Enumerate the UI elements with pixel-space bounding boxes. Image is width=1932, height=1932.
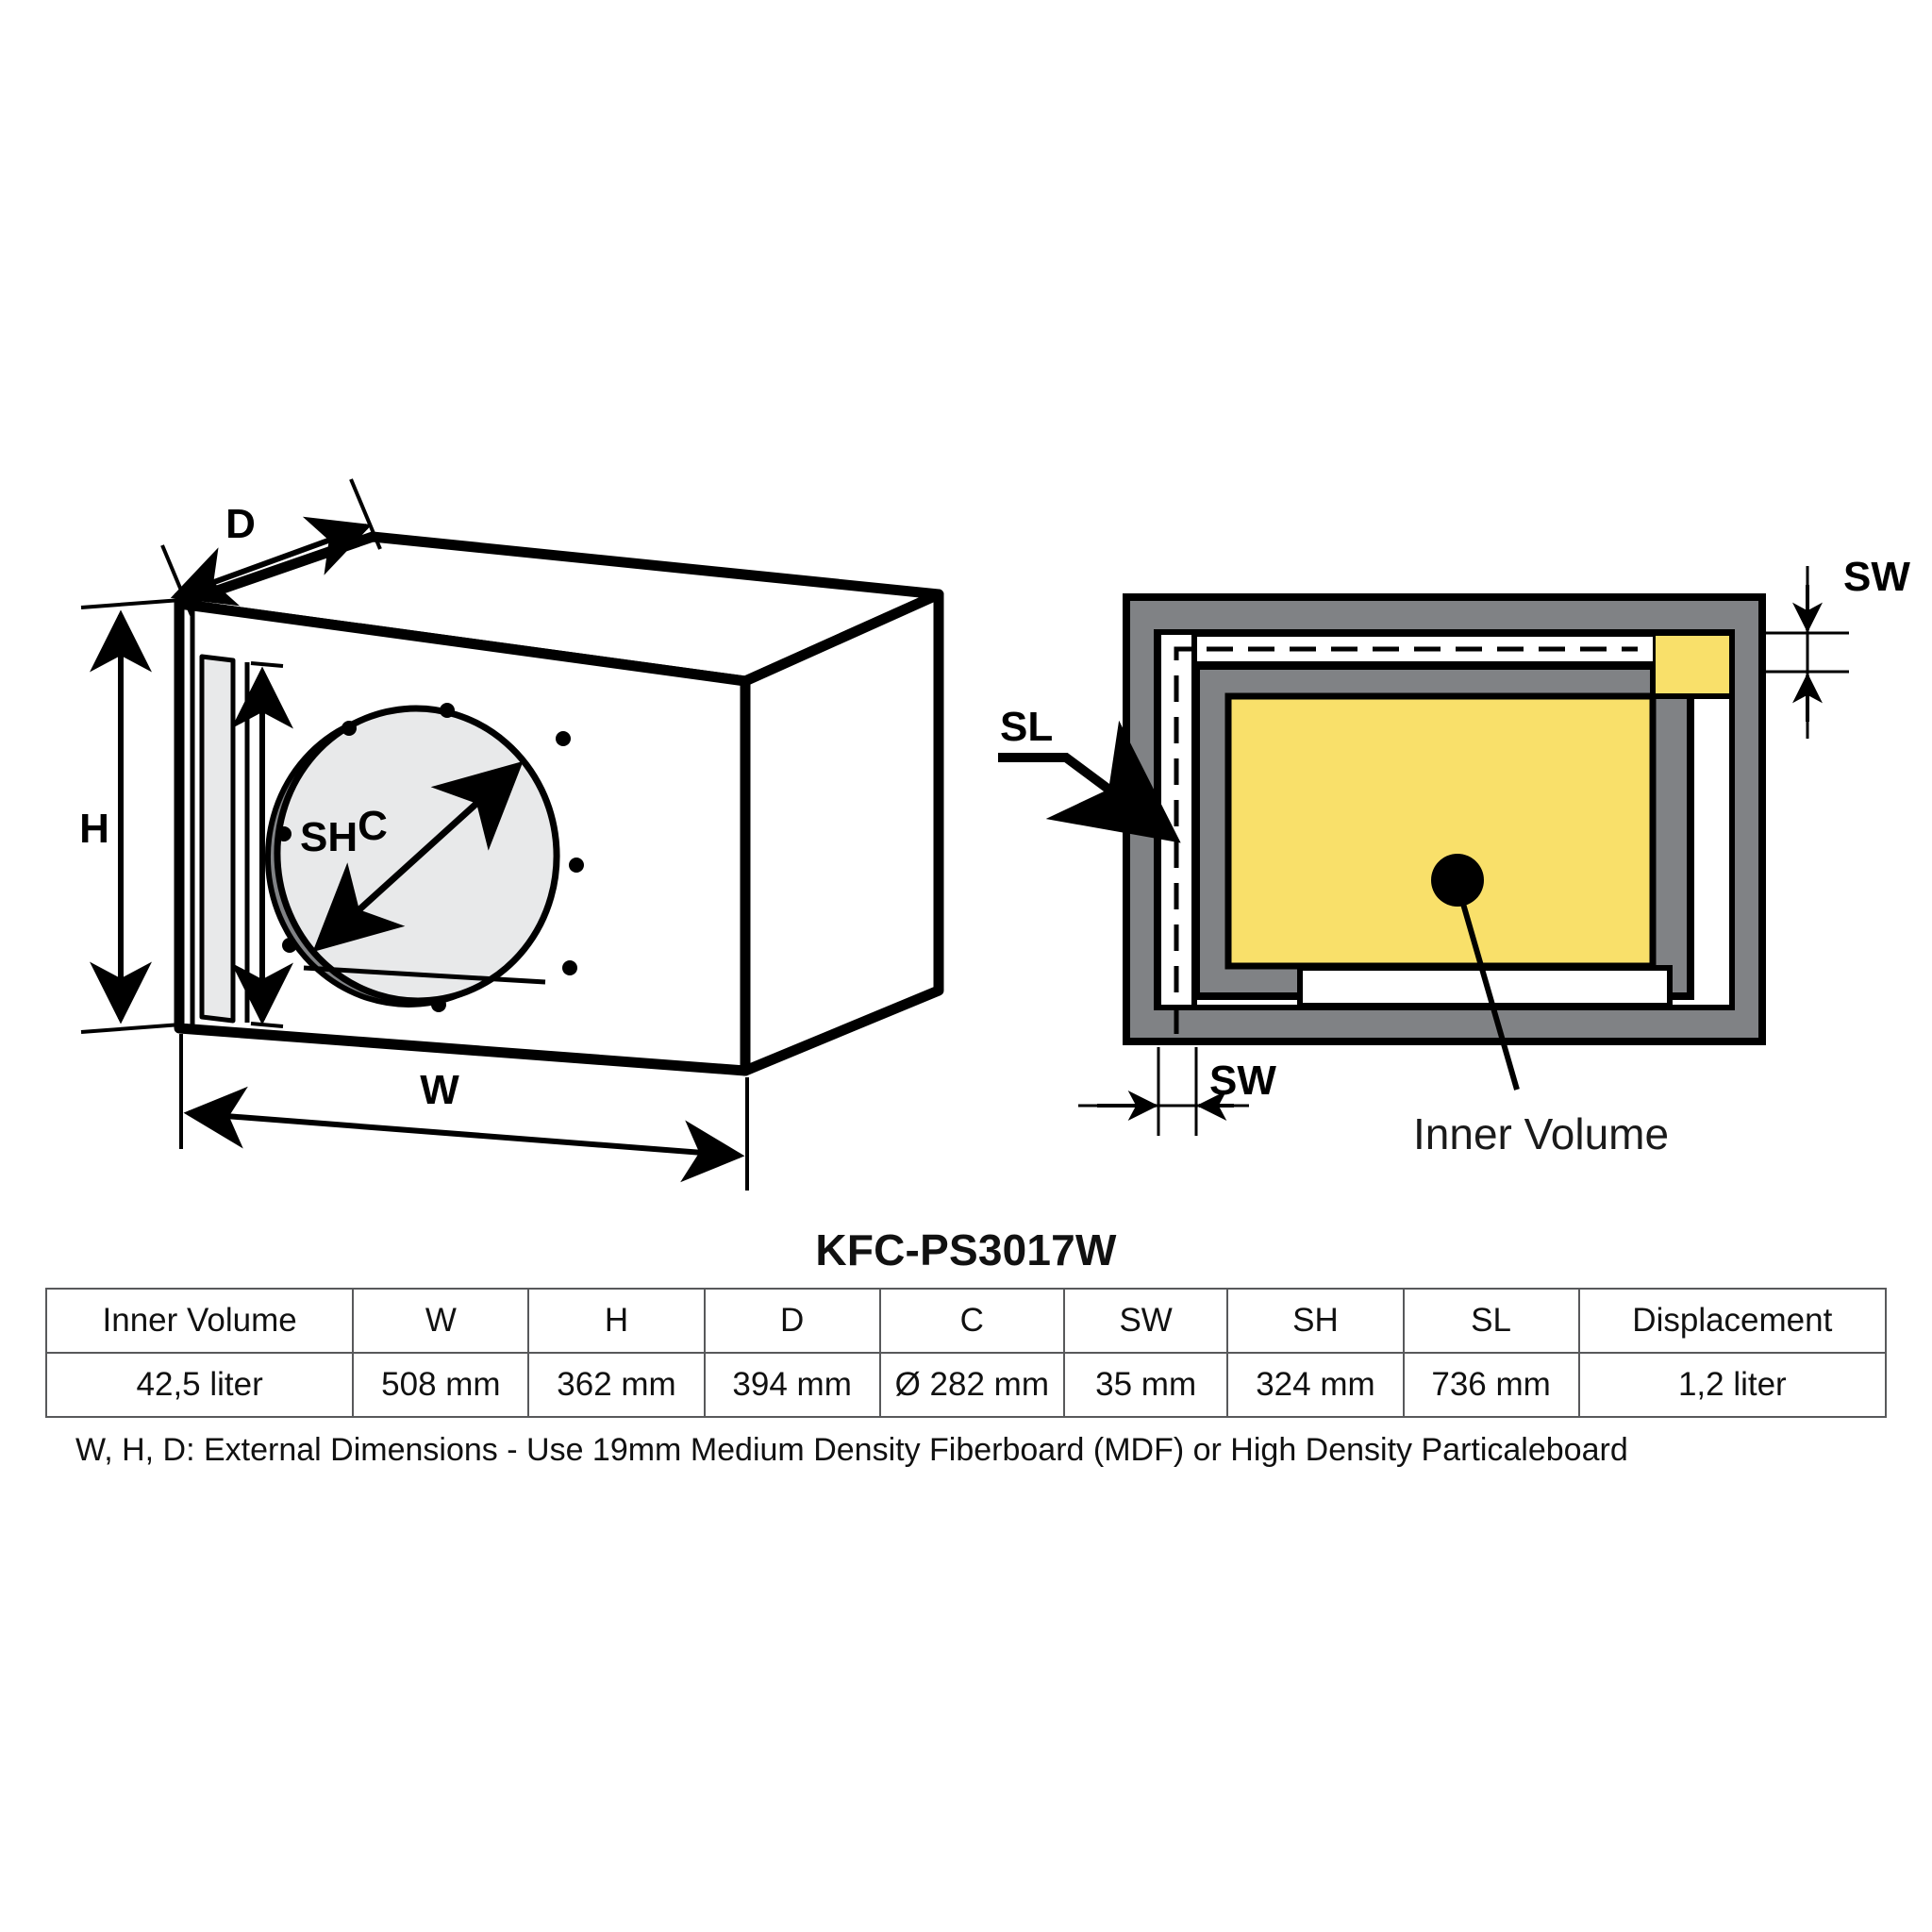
spec-table-header-row: Inner Volume W H D C SW SH SL Displaceme… bbox=[44, 1288, 1888, 1354]
spec-header-sl: SL bbox=[1402, 1288, 1580, 1354]
dim-ext-d-right bbox=[349, 478, 382, 550]
spec-header-displacement: Displacement bbox=[1577, 1288, 1888, 1354]
speaker-cone-chord bbox=[303, 965, 546, 985]
spec-table-value-row: 42,5 liter 508 mm 362 mm 394 mm Ø 282 mm… bbox=[44, 1352, 1888, 1418]
spec-header-h: H bbox=[527, 1288, 706, 1354]
dim-line-cone bbox=[312, 760, 524, 953]
port-centerline-dashed bbox=[1174, 646, 1638, 1034]
spec-header-inner-volume: Inner Volume bbox=[44, 1288, 355, 1354]
spec-value-c: Ø 282 mm bbox=[878, 1352, 1065, 1418]
technical-drawings: C D H SH W bbox=[79, 478, 1910, 1191]
dim-label-slot-height: SH bbox=[300, 814, 358, 860]
sl-leader-line bbox=[998, 720, 1181, 843]
dim-label-sw-bottom: SW bbox=[1209, 1058, 1276, 1104]
dim-label-cone: C bbox=[358, 803, 388, 849]
spec-table: Inner Volume W H D C SW SH SL Displaceme… bbox=[44, 1288, 1888, 1418]
dim-line-width bbox=[183, 1086, 745, 1183]
dim-ext-sh-top bbox=[250, 661, 284, 668]
box-right-face bbox=[740, 589, 944, 1076]
spec-value-w: 508 mm bbox=[352, 1352, 530, 1418]
inner-volume-label: Inner Volume bbox=[1413, 1109, 1669, 1158]
spec-table-container: Inner Volume W H D C SW SH SL Displaceme… bbox=[44, 1288, 1888, 1418]
port-channel-top bbox=[1160, 634, 1653, 664]
spec-value-sw: 35 mm bbox=[1062, 1352, 1229, 1418]
dim-ext-h-bottom bbox=[80, 1023, 182, 1034]
inner-volume-leader-line bbox=[1460, 903, 1520, 1091]
iso-enclosure-drawing: C D H SH W bbox=[79, 478, 944, 1191]
spec-header-sw: SW bbox=[1062, 1288, 1229, 1354]
spec-value-d: 394 mm bbox=[703, 1352, 881, 1418]
dim-label-height: H bbox=[79, 806, 109, 852]
spec-value-sh: 324 mm bbox=[1226, 1352, 1405, 1418]
spec-header-c: C bbox=[878, 1288, 1065, 1354]
dim-label-sw-top: SW bbox=[1843, 554, 1910, 600]
cross-section-drawing: SL SW SW Inner Volume bbox=[998, 554, 1910, 1158]
spec-value-h: 362 mm bbox=[527, 1352, 706, 1418]
spec-header-sh: SH bbox=[1226, 1288, 1405, 1354]
port-slot-face bbox=[199, 654, 236, 1024]
dim-label-depth: D bbox=[225, 501, 256, 547]
spec-value-sl: 736 mm bbox=[1402, 1352, 1580, 1418]
dim-label-slot-length: SL bbox=[1000, 704, 1053, 750]
spec-header-w: W bbox=[352, 1288, 530, 1354]
spec-header-d: D bbox=[703, 1288, 881, 1354]
inner-volume-area bbox=[1224, 692, 1657, 970]
inner-volume-callout-dot bbox=[1431, 854, 1484, 907]
dim-ext-h-top bbox=[80, 598, 182, 609]
model-title: KFC-PS3017W bbox=[815, 1225, 1117, 1274]
dim-label-width: W bbox=[420, 1067, 459, 1113]
port-exit-top-right bbox=[1650, 630, 1735, 699]
footnote-text: W, H, D: External Dimensions - Use 19mm … bbox=[75, 1432, 1628, 1468]
dim-line-depth bbox=[170, 516, 373, 607]
spec-value-displacement: 1,2 liter bbox=[1577, 1352, 1888, 1418]
spec-value-inner-volume: 42,5 liter bbox=[44, 1352, 355, 1418]
port-channel-top-border bbox=[1160, 631, 1653, 667]
